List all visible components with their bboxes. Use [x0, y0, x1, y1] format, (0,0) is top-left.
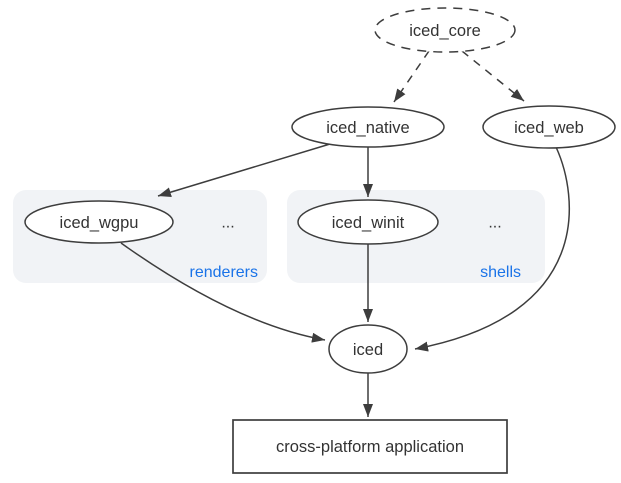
shells-ellipsis: ... — [488, 215, 501, 232]
node-iced_web-label: iced_web — [514, 119, 584, 137]
edge-iced_core-iced_native — [393, 50, 430, 103]
shells-group-label: shells — [480, 264, 521, 281]
edge-iced_web-iced — [414, 146, 571, 352]
node-iced_winit — [297, 199, 439, 245]
node-iced_wgpu — [24, 200, 174, 244]
node-iced_core — [374, 7, 516, 53]
node-iced_web — [482, 105, 616, 149]
node-iced — [328, 324, 408, 374]
node-iced_native — [291, 106, 445, 148]
node-iced_winit-label: iced_winit — [332, 214, 405, 232]
node-iced-label: iced — [353, 341, 383, 359]
renderers-ellipsis: ... — [221, 215, 234, 232]
edge-iced_wgpu-iced — [120, 242, 326, 343]
renderers-group-label: renderers — [190, 264, 258, 281]
node-cross-platform-application — [232, 419, 508, 474]
node-cross-platform-application-label: cross-platform application — [276, 438, 464, 456]
edge-iced_core-iced_web — [461, 50, 525, 102]
node-iced_native-label: iced_native — [326, 119, 409, 137]
node-iced_wgpu-label: iced_wgpu — [60, 214, 139, 232]
node-iced_core-label: iced_core — [409, 22, 481, 40]
edge-iced_native-iced_wgpu — [157, 143, 331, 198]
